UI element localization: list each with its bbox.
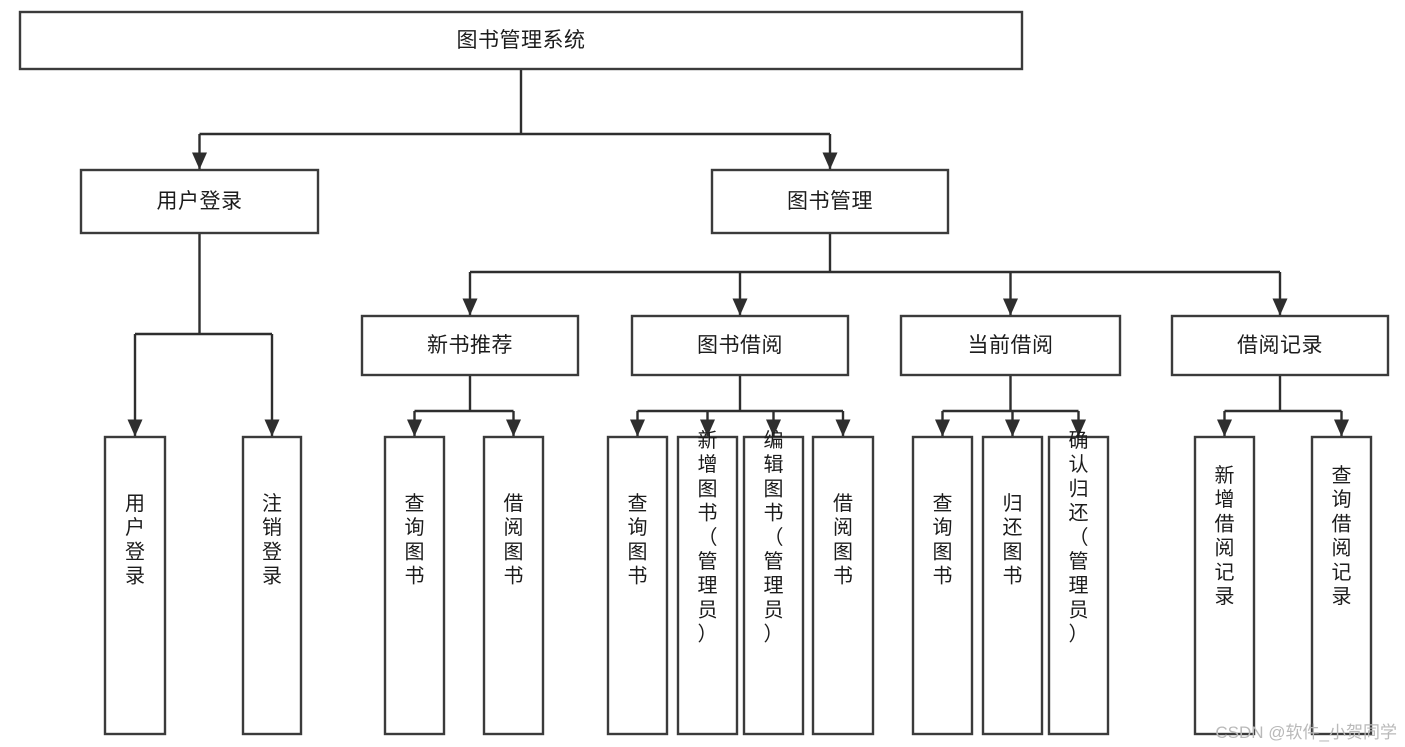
leaf-node[interactable]: 新增借阅记录 bbox=[1193, 435, 1256, 736]
arrow-head-icon bbox=[192, 152, 207, 170]
arrow-head-icon bbox=[835, 419, 851, 437]
node-label: 查询图书 bbox=[933, 492, 953, 588]
arrow-head-icon bbox=[1217, 419, 1232, 437]
node-label: 图书管理系统 bbox=[457, 29, 586, 52]
node-layer: 图书管理系统用户登录图书管理新书推荐图书借阅当前借阅借阅记录用户登录注销登录查询… bbox=[18, 10, 1390, 736]
arrow-head-icon bbox=[630, 419, 645, 437]
arrow-head-icon bbox=[822, 152, 838, 170]
arrow-head-icon bbox=[1334, 419, 1349, 437]
node-label: 借阅图书 bbox=[833, 492, 853, 588]
node-box[interactable] bbox=[18, 10, 1024, 71]
leaf-node[interactable]: 借阅图书 bbox=[811, 435, 875, 736]
node-box[interactable] bbox=[630, 314, 850, 377]
leaf-node[interactable]: 注销登录 bbox=[241, 435, 303, 736]
node-label: 注销登录 bbox=[262, 492, 282, 588]
node-label: 借阅记录 bbox=[1237, 334, 1323, 357]
arrow-head-icon bbox=[1071, 419, 1086, 437]
level2-node[interactable]: 用户登录 bbox=[79, 168, 320, 235]
node-box[interactable] bbox=[383, 435, 446, 736]
leaf-node[interactable]: 确认归还（管理员） bbox=[1047, 429, 1110, 736]
node-box[interactable] bbox=[1193, 435, 1256, 736]
arrow-head-icon bbox=[732, 298, 748, 316]
arrow-head-icon bbox=[700, 419, 715, 437]
node-box[interactable] bbox=[1310, 435, 1373, 736]
level3-node[interactable]: 当前借阅 bbox=[899, 314, 1122, 377]
node-label: 图书借阅 bbox=[697, 334, 783, 357]
level3-node[interactable]: 图书借阅 bbox=[630, 314, 850, 377]
node-label: 查询图书 bbox=[628, 492, 648, 588]
node-label: 新增图书（管理员） bbox=[698, 429, 718, 646]
arrow-head-icon bbox=[127, 419, 143, 437]
node-box[interactable] bbox=[606, 435, 669, 736]
csdn-watermark: CSDN @软件_小贺同学 bbox=[1215, 723, 1397, 742]
root-node[interactable]: 图书管理系统 bbox=[18, 10, 1024, 71]
arrow-head-icon bbox=[506, 419, 521, 437]
node-label: 借阅图书 bbox=[504, 492, 524, 588]
connector-layer bbox=[127, 69, 1349, 437]
node-label: 图书管理 bbox=[787, 190, 873, 213]
leaf-node[interactable]: 编辑图书（管理员） bbox=[742, 429, 805, 736]
node-label: 查询图书 bbox=[405, 492, 425, 588]
level2-node[interactable]: 图书管理 bbox=[710, 168, 950, 235]
node-label: 新增借阅记录 bbox=[1215, 464, 1235, 608]
node-label: 确认归还（管理员） bbox=[1069, 429, 1089, 646]
arrow-head-icon bbox=[1003, 298, 1018, 316]
node-box[interactable] bbox=[811, 435, 875, 736]
node-box[interactable] bbox=[710, 168, 950, 235]
leaf-node[interactable]: 借阅图书 bbox=[482, 435, 545, 736]
leaf-node[interactable]: 查询图书 bbox=[606, 435, 669, 736]
arrow-head-icon bbox=[935, 419, 950, 437]
node-box[interactable] bbox=[241, 435, 303, 736]
arrow-head-icon bbox=[264, 419, 280, 437]
node-box[interactable] bbox=[899, 314, 1122, 377]
node-box[interactable] bbox=[1170, 314, 1390, 377]
node-box[interactable] bbox=[911, 435, 974, 736]
node-label: 编辑图书（管理员） bbox=[764, 429, 784, 646]
leaf-node[interactable]: 查询图书 bbox=[383, 435, 446, 736]
arrow-head-icon bbox=[462, 298, 478, 316]
node-box[interactable] bbox=[676, 435, 739, 736]
leaf-node[interactable]: 查询图书 bbox=[911, 435, 974, 736]
node-box[interactable] bbox=[79, 168, 320, 235]
level3-node[interactable]: 新书推荐 bbox=[360, 314, 580, 377]
node-box[interactable] bbox=[482, 435, 545, 736]
arrow-head-icon bbox=[1005, 419, 1020, 437]
node-box[interactable] bbox=[981, 435, 1044, 736]
leaf-node[interactable]: 归还图书 bbox=[981, 435, 1044, 736]
node-label: 用户登录 bbox=[157, 190, 243, 213]
leaf-node[interactable]: 查询借阅记录 bbox=[1310, 435, 1373, 736]
node-box[interactable] bbox=[742, 435, 805, 736]
node-box[interactable] bbox=[103, 435, 167, 736]
level3-node[interactable]: 借阅记录 bbox=[1170, 314, 1390, 377]
node-label: 新书推荐 bbox=[427, 334, 513, 357]
node-box[interactable] bbox=[360, 314, 580, 377]
node-label: 用户登录 bbox=[125, 493, 145, 588]
node-label: 归还图书 bbox=[1003, 492, 1023, 588]
arrow-head-icon bbox=[766, 419, 781, 437]
leaf-node[interactable]: 新增图书（管理员） bbox=[676, 429, 739, 736]
node-label: 查询借阅记录 bbox=[1332, 464, 1352, 608]
arrow-head-icon bbox=[407, 419, 422, 437]
node-box[interactable] bbox=[1047, 435, 1110, 736]
leaf-node[interactable]: 用户登录 bbox=[103, 435, 167, 736]
arrow-head-icon bbox=[1272, 298, 1288, 316]
node-label: 当前借阅 bbox=[968, 334, 1054, 357]
